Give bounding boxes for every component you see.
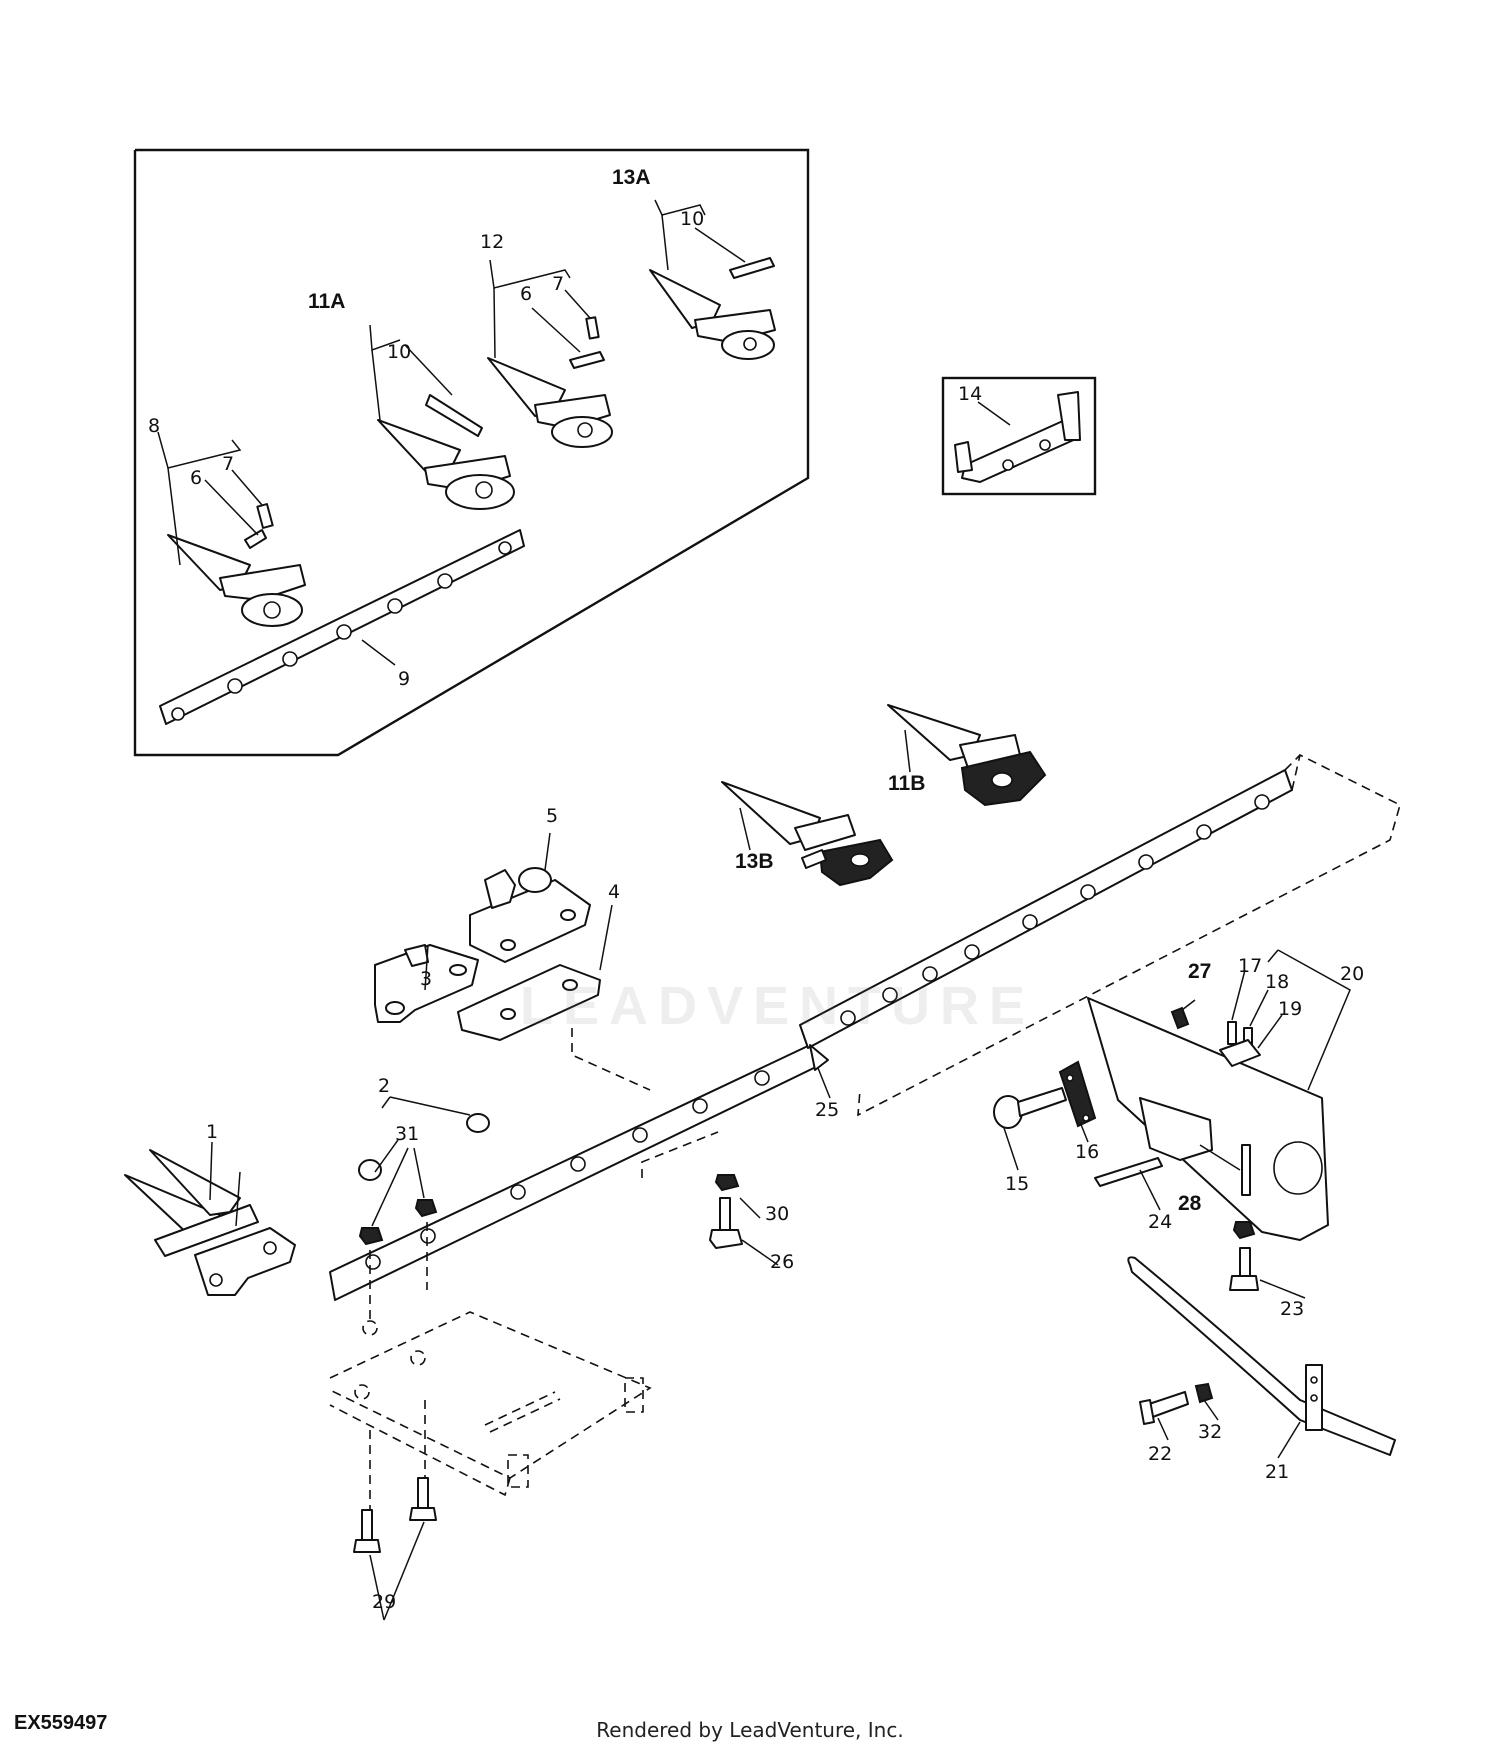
callout-22: 22 [1148, 1443, 1172, 1465]
inset-box [133, 148, 810, 757]
callout-1: 1 [206, 1121, 218, 1143]
callout-13A: 13A [612, 166, 651, 189]
inset-guard-11A [377, 394, 515, 510]
callout-11A: 11A [308, 290, 345, 313]
part-16-plate [1058, 1060, 1097, 1128]
callout-3: 3 [420, 968, 432, 990]
leader-lines [157, 199, 1351, 1621]
inset-guard-12 [487, 316, 613, 448]
callout-16: 16 [1075, 1141, 1099, 1163]
callout-24: 24 [1148, 1211, 1172, 1233]
inset-guard-13A [649, 257, 776, 360]
callout-27: 27 [1188, 960, 1211, 983]
callout-4: 4 [608, 881, 620, 903]
part-15-bolt [993, 1087, 1067, 1129]
callout-12: 12 [480, 231, 504, 253]
callout-19: 19 [1278, 998, 1302, 1020]
callout-labels: 8 6 7 11A 10 12 6 7 13A 10 9 14 11B 13B … [148, 166, 1364, 1613]
inset-guard-8 [167, 503, 306, 627]
callout-5: 5 [546, 805, 558, 827]
callout-6: 6 [190, 467, 202, 489]
bolt-23-28 [1229, 1221, 1259, 1291]
part-5-clip [469, 867, 591, 963]
watermark: LEADVENTURE [520, 976, 1036, 1036]
callout-10-second: 10 [680, 208, 704, 230]
part-13B-guard [721, 781, 894, 887]
callout-21: 21 [1265, 1461, 1289, 1483]
callout-23: 23 [1280, 1298, 1304, 1320]
callout-10: 10 [387, 341, 411, 363]
part-1-guard [124, 1149, 296, 1296]
callout-30: 30 [765, 1203, 789, 1225]
callout-15: 15 [1005, 1173, 1029, 1195]
callout-6-second: 6 [520, 283, 532, 305]
callout-2: 2 [378, 1075, 390, 1097]
bolt-22-32 [1139, 1382, 1214, 1425]
bolt-26-30 [641, 1131, 743, 1249]
callout-20: 20 [1340, 963, 1364, 985]
part-4-wear-plate [457, 964, 651, 1091]
part-11B-guard [887, 704, 1047, 807]
fastener-group-left [358, 1113, 490, 1320]
part-14-box [941, 376, 1097, 496]
callout-28: 28 [1178, 1192, 1202, 1215]
part-20-drive-plate [1087, 997, 1329, 1241]
callout-25: 25 [815, 1099, 839, 1121]
cutter-bar [329, 753, 1401, 1301]
callout-14: 14 [958, 383, 982, 405]
callout-9-inset: 9 [398, 668, 410, 690]
render-credit: Rendered by LeadVenture, Inc. [596, 1718, 904, 1742]
callout-17: 17 [1238, 955, 1262, 977]
callout-7: 7 [222, 453, 234, 475]
callout-13B: 13B [735, 850, 774, 873]
part-3-clip [374, 944, 479, 1023]
callout-11B: 11B [888, 772, 925, 795]
part-21-spring [1127, 1256, 1396, 1456]
callout-18: 18 [1265, 971, 1289, 993]
inset-knife-section-strip [159, 529, 525, 725]
callout-26: 26 [770, 1251, 794, 1273]
callout-8: 8 [148, 415, 160, 437]
mounting-plate [329, 1311, 652, 1510]
figure-id: EX559497 [14, 1712, 108, 1734]
callout-31: 31 [395, 1123, 419, 1145]
callout-29: 29 [372, 1591, 396, 1613]
part-24 [1094, 1157, 1163, 1187]
callout-32: 32 [1198, 1421, 1222, 1443]
callout-7-second: 7 [552, 273, 564, 295]
parts-17-19 [1170, 1006, 1261, 1067]
bolts-29 [353, 1477, 437, 1553]
